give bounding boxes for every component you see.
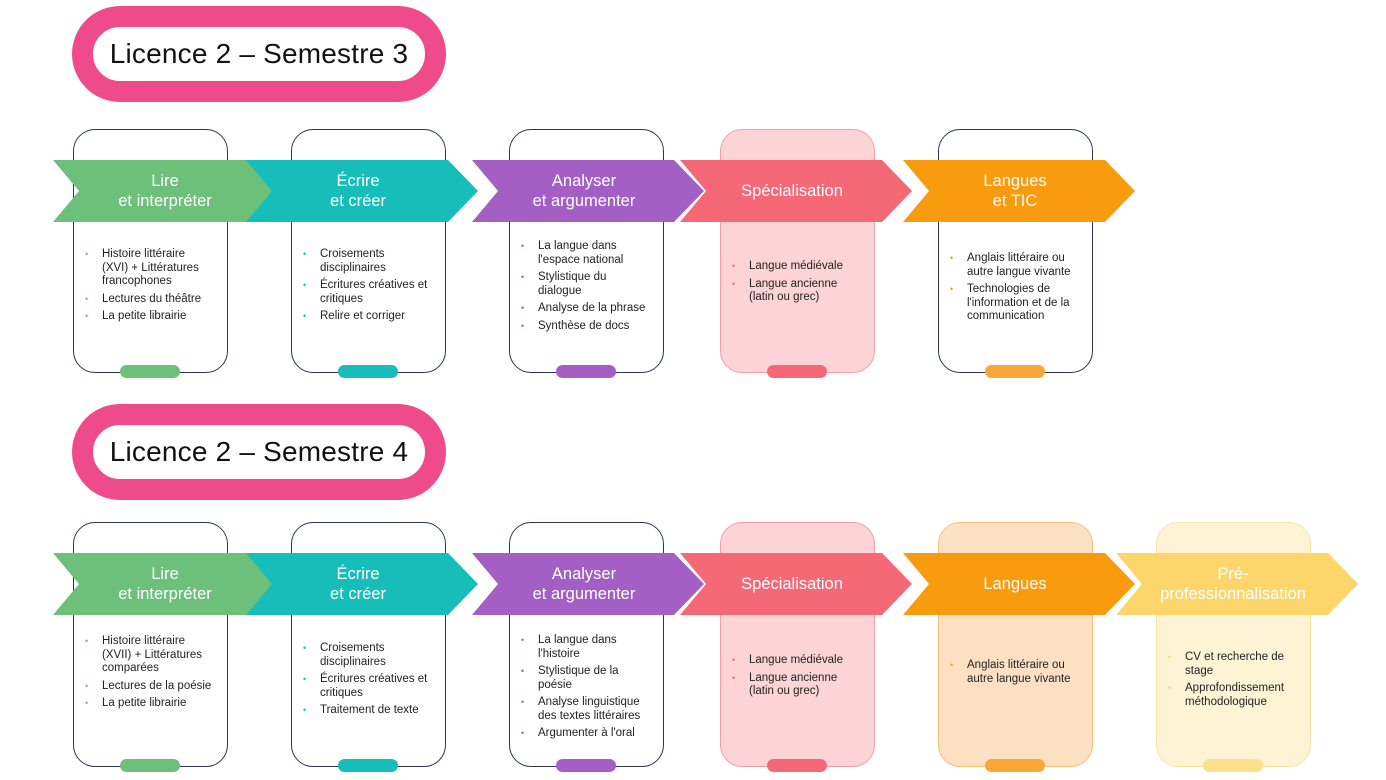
sem3-module-1-label: Lire et interpréter	[118, 172, 212, 210]
semester-3-title: Licence 2 – Semestre 3	[109, 38, 409, 69]
sem3-module-5-label: Langues et TIC	[983, 172, 1047, 210]
list-item: Technologies de l'information et de la c…	[938, 283, 1078, 324]
list-item: Langue médiévale	[720, 260, 860, 274]
list-item: Anglais littéraire ou autre langue vivan…	[938, 252, 1078, 279]
list-item: Lectures de la poésie	[73, 680, 213, 694]
sem4-module-6-label: Pré- professionnalisation	[1160, 565, 1306, 603]
list-item: Croisements disciplinaires	[291, 248, 431, 275]
sem3-module-1-arrow: Lire et interpréter	[53, 160, 285, 222]
sem4-module-2-arrow: Écrire et créer	[246, 553, 478, 615]
list-item: La langue dans l'espace national	[509, 240, 649, 267]
list-item: Lectures du théâtre	[73, 293, 213, 307]
sem3-module-2-tab	[338, 365, 398, 378]
sem3-module-4-label: Spécialisation	[741, 182, 843, 200]
sem4-module-5-tab	[985, 759, 1045, 772]
semester-4-title-badge: Licence 2 – Semestre 4	[72, 404, 446, 500]
list-item: Histoire littéraire (XVII) + Littérature…	[73, 635, 213, 676]
sem3-module-3-tab	[556, 365, 616, 378]
sem3-module-5-arrow: Langues et TIC	[903, 160, 1135, 222]
list-item: Langue ancienne (latin ou grec)	[720, 672, 860, 699]
sem4-module-4-tab	[767, 759, 827, 772]
sem4-module-2-tab	[338, 759, 398, 772]
sem4-module-2-label: Écrire et créer	[330, 565, 386, 603]
sem3-module-5-tab	[985, 365, 1045, 378]
sem4-module-6-arrow: Pré- professionnalisation	[1116, 553, 1358, 615]
sem4-module-1-arrow: Lire et interpréter	[53, 553, 285, 615]
sem4-module-4-label: Spécialisation	[741, 575, 843, 593]
list-item: Traitement de texte	[291, 704, 431, 718]
sem4-module-4-items: Langue médiévaleLangue ancienne (latin o…	[720, 654, 868, 703]
sem4-module-6-tab	[1203, 759, 1263, 772]
sem4-module-3-items: La langue dans l'histoireStylistique de …	[509, 634, 657, 745]
sem3-module-4-items: Langue médiévaleLangue ancienne (latin o…	[720, 260, 868, 309]
sem3-module-5-items: Anglais littéraire ou autre langue vivan…	[938, 252, 1086, 328]
sem4-module-5-items: Anglais littéraire ou autre langue vivan…	[938, 659, 1086, 690]
sem3-module-1-tab	[120, 365, 180, 378]
sem4-module-3-label: Analyser et argumenter	[532, 565, 636, 603]
sem3-module-2-items: Croisements disciplinairesÉcritures créa…	[291, 248, 439, 328]
list-item: Argumenter à l'oral	[509, 727, 649, 741]
sem4-module-5-label: Langues	[983, 575, 1047, 593]
sem3-module-2-label: Écrire et créer	[330, 172, 386, 210]
sem3-module-1-items: Histoire littéraire (XVI) + Littératures…	[73, 248, 221, 328]
semester-3-title-badge: Licence 2 – Semestre 3	[72, 6, 446, 102]
sem3-module-4-tab	[767, 365, 827, 378]
sem3-module-2-arrow: Écrire et créer	[246, 160, 478, 222]
list-item: La petite librairie	[73, 697, 213, 711]
list-item: Langue médiévale	[720, 654, 860, 668]
list-item: CV et recherche de stage	[1156, 651, 1296, 678]
list-item: La langue dans l'histoire	[509, 634, 649, 661]
list-item: Stylistique de la poésie	[509, 665, 649, 692]
sem4-module-1-items: Histoire littéraire (XVII) + Littérature…	[73, 635, 221, 715]
sem3-module-3-arrow: Analyser et argumenter	[472, 160, 704, 222]
sem3-module-3-label: Analyser et argumenter	[532, 172, 636, 210]
list-item: Analyse de la phrase	[509, 302, 649, 316]
list-item: Anglais littéraire ou autre langue vivan…	[938, 659, 1078, 686]
sem4-module-1-label: Lire et interpréter	[118, 565, 212, 603]
list-item: Croisements disciplinaires	[291, 642, 431, 669]
sem4-module-4-arrow: Spécialisation	[680, 553, 912, 615]
list-item: Analyse linguistique des textes littérai…	[509, 696, 649, 723]
sem3-module-3-items: La langue dans l'espace nationalStylisti…	[509, 240, 657, 337]
semester-4-title: Licence 2 – Semestre 4	[109, 436, 409, 467]
sem4-module-3-arrow: Analyser et argumenter	[472, 553, 704, 615]
list-item: Synthèse de docs	[509, 320, 649, 334]
list-item: Écritures créatives et critiques	[291, 279, 431, 306]
sem4-module-6-items: CV et recherche de stageApprofondissemen…	[1156, 651, 1304, 713]
list-item: Histoire littéraire (XVI) + Littératures…	[73, 248, 213, 289]
sem4-module-3-tab	[556, 759, 616, 772]
sem4-module-1-tab	[120, 759, 180, 772]
list-item: Approfondissement méthodologique	[1156, 682, 1296, 709]
list-item: Relire et corriger	[291, 310, 431, 324]
list-item: Écritures créatives et critiques	[291, 673, 431, 700]
sem4-module-5-arrow: Langues	[903, 553, 1135, 615]
list-item: Stylistique du dialogue	[509, 271, 649, 298]
sem3-module-4-arrow: Spécialisation	[680, 160, 912, 222]
list-item: Langue ancienne (latin ou grec)	[720, 278, 860, 305]
sem4-module-2-items: Croisements disciplinairesÉcritures créa…	[291, 642, 439, 722]
list-item: La petite librairie	[73, 310, 213, 324]
